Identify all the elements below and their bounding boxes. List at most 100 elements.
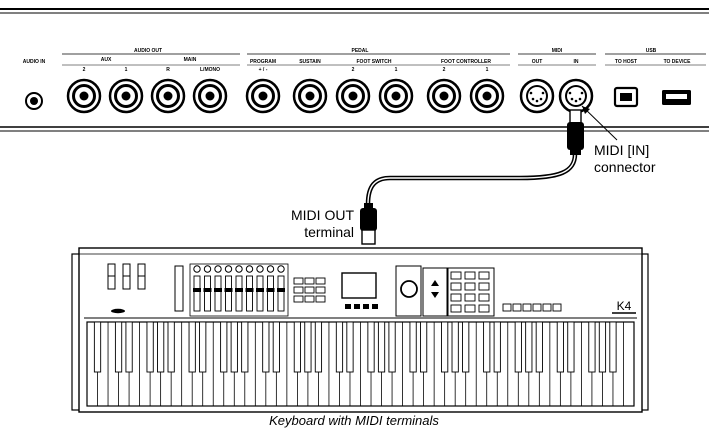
midi-out-jack [519,78,555,114]
mode-button [315,286,326,294]
aux2-jack [66,78,102,114]
midi-in-callout-line1: MIDI [IN] [594,142,649,158]
cursor-up-icon [431,280,439,286]
main-header: MAIN [184,57,197,63]
fc2-jack [426,78,462,114]
number-key [450,271,462,280]
black-key [230,321,238,373]
keybed [86,321,635,407]
number-key [478,271,490,280]
r-jack [150,78,186,114]
black-key [262,321,270,373]
fader [256,275,264,312]
fs1-label: 1 [395,67,398,73]
fader [204,275,211,312]
fc2-jack-hole [439,91,449,101]
midi-in-callout-line2: connector [594,159,656,175]
pitch-mod-wheels [107,263,146,290]
black-key [409,321,417,373]
to-device-label: TO DEVICE [664,59,692,65]
number-key [450,293,462,302]
aux1-label: 1 [125,67,128,73]
mode-button [304,277,315,285]
mode-button [304,295,315,303]
midi-out-callout-line1: MIDI OUT [291,207,354,223]
to-host-label: TO HOST [615,59,637,65]
knob-icon [245,265,254,273]
black-key [462,321,470,373]
sustain-jack [292,78,328,114]
black-key [483,321,491,373]
zone-button [522,303,532,312]
audio-in-jack [25,92,43,110]
mode-button [293,295,304,303]
black-key [567,321,575,373]
number-key [478,282,490,291]
fader-cap [214,288,222,292]
black-key [304,321,312,373]
black-key [335,321,344,373]
caption: Keyboard with MIDI terminals [269,413,439,428]
black-key [598,321,607,373]
number-key [464,304,476,313]
black-key [272,321,280,373]
mode-button [293,277,304,285]
fs2-jack [335,78,371,114]
midi-in-label: IN [574,59,579,65]
sustain-jack-hole [305,91,315,101]
knob-icon [203,265,212,273]
fader-cap [245,288,254,292]
r-label: R [166,67,170,73]
fc1-jack [469,78,505,114]
r-jack-hole [163,91,173,101]
brand-logo-icon [111,308,125,314]
program-label: PROGRAM [250,59,276,65]
soft-button [354,304,360,309]
black-key [441,321,449,373]
zone-button [532,303,542,312]
zone-button [512,303,522,312]
usb-to-host-port [613,86,639,108]
midi-out-plug [360,203,377,245]
midi-in-leader-line [581,105,618,141]
midi-out-label: OUT [532,59,543,65]
fs1-jack-hole [391,91,401,101]
right-button-row [502,303,562,312]
model-badge: K4 [617,299,632,313]
black-key [93,321,102,373]
display-buttons [345,304,378,309]
fader-cap [277,288,285,292]
black-key [535,321,543,373]
knob-icon [277,265,285,273]
midi-header: MIDI [552,48,563,54]
lmono-label: L/MONO [200,67,220,73]
black-key [241,321,249,373]
number-key [464,282,476,291]
fader-cap [193,288,201,292]
fader [225,275,232,312]
fader-cap [224,288,233,292]
midi-cable [360,109,584,245]
midi-out-callout-line2: terminal [304,224,354,240]
fader [193,275,201,312]
black-key [493,321,501,373]
knob-icon [193,265,201,273]
program-jack [245,78,281,114]
slider-bank-frame [189,263,289,317]
black-key [125,321,133,373]
volume-slider [174,265,184,312]
black-key [514,321,522,373]
zone-button [552,303,562,312]
cursor-down-icon [431,292,439,298]
knob-icon [214,265,222,273]
program-jack-hole [258,91,268,101]
fc1-jack-hole [482,91,492,101]
black-key [293,321,301,373]
number-key [478,293,490,302]
fader [277,275,285,312]
usb-header: USB [646,48,657,54]
black-key [451,321,459,373]
knob-icon [266,265,275,273]
value-dial-icon [400,280,418,298]
mode-button [315,295,326,303]
